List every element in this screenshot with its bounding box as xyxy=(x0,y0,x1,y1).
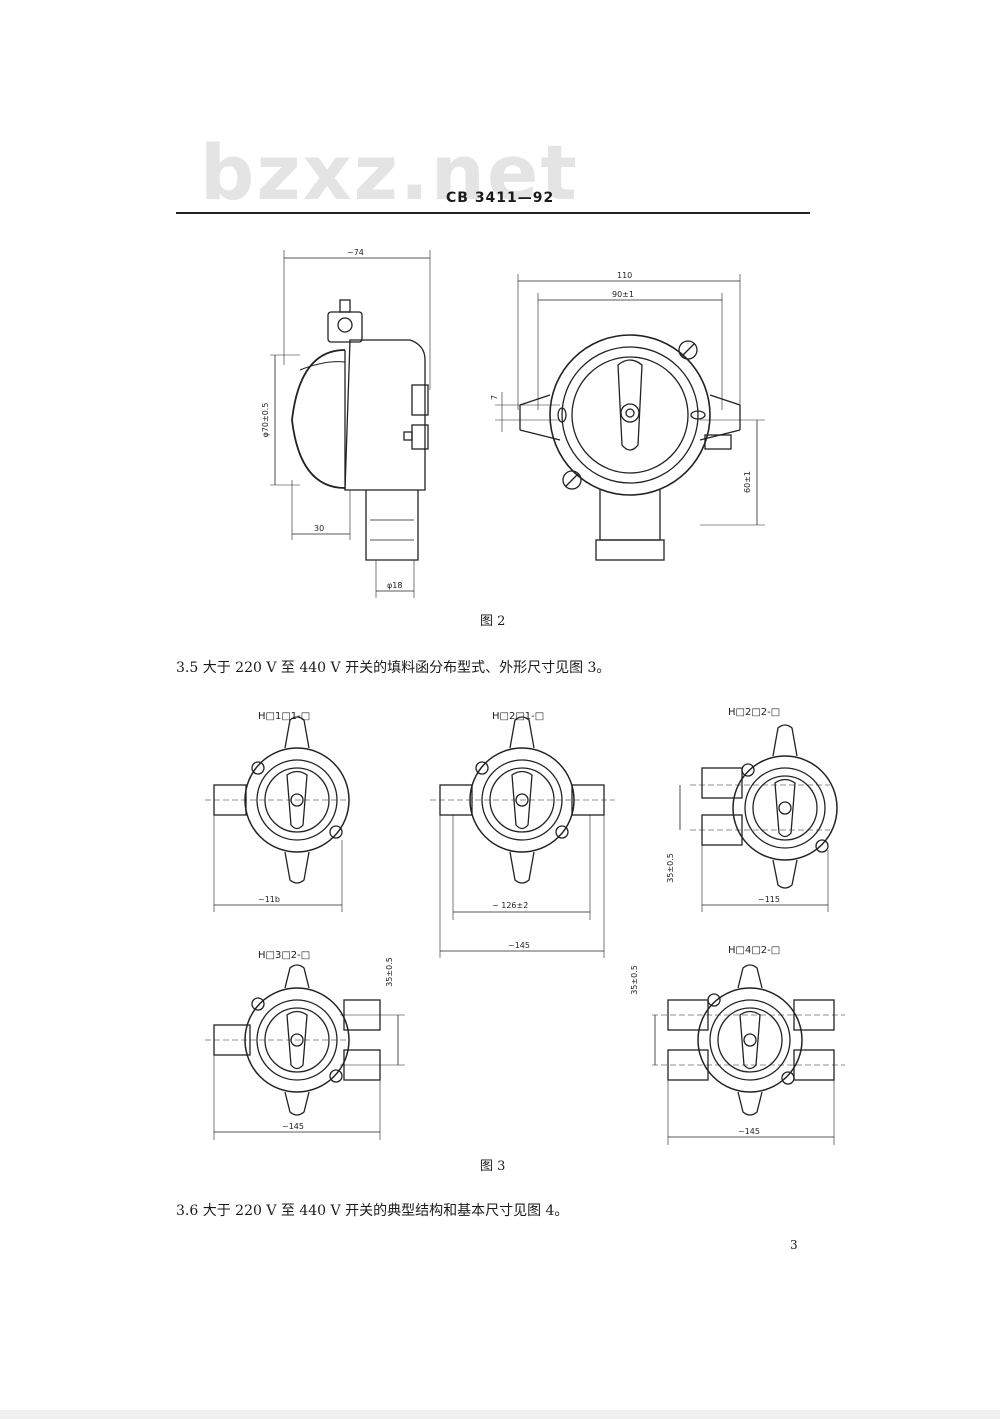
fig2-front-view xyxy=(495,274,765,561)
fig3-variant-3 xyxy=(679,724,838,912)
dim-width-right: 110 xyxy=(617,271,632,280)
fig3-variant-4 xyxy=(205,964,405,1140)
fig3-variant-2 xyxy=(430,716,615,958)
variant-dim: ~115 xyxy=(758,895,780,904)
variant-label: H□2□2-□ xyxy=(728,707,780,718)
fig3-variant-1 xyxy=(205,716,350,912)
dim-width-left: ~74 xyxy=(347,248,364,257)
variant-label: H□1□1-□ xyxy=(258,711,310,722)
dim-inlet: φ18 xyxy=(387,581,402,590)
bottom-margin xyxy=(0,1410,1000,1419)
variant-label: H□3□2-□ xyxy=(258,950,310,961)
header-rule xyxy=(176,212,810,214)
paragraph-3-6: 3.6 大于 220 V 至 440 V 开关的典型结构和基本尺寸见图 4。 xyxy=(176,1203,569,1219)
watermark: bzxz.net xyxy=(200,128,579,217)
dim-offset: 7 xyxy=(490,395,499,400)
variant-label: H□2□1-□ xyxy=(492,711,544,722)
dim-depth: 30 xyxy=(314,524,324,533)
page-number: 3 xyxy=(790,1238,798,1252)
variant-dim: ~11b xyxy=(258,895,280,904)
paragraph-3-5: 3.5 大于 220 V 至 440 V 开关的填料函分布型式、外形尺寸见图 3… xyxy=(176,660,611,676)
variant-dim-vertical: 35±0.5 xyxy=(630,965,639,995)
standard-code: CB 3411—92 xyxy=(446,190,555,206)
variant-dim: ~145 xyxy=(282,1122,304,1131)
variant-dim-inner: ~ 126±2 xyxy=(492,901,528,910)
variant-dim-vertical: 35±0.5 xyxy=(666,853,675,883)
fig3-variant-5 xyxy=(652,964,845,1145)
variant-dim-outer: ~145 xyxy=(508,941,530,950)
dim-height: 60±1 xyxy=(743,471,752,493)
dim-hole-span: 90±1 xyxy=(612,290,634,299)
dim-diameter: φ70±0.5 xyxy=(261,403,270,438)
figure-2-caption: 图 2 xyxy=(480,614,506,629)
variant-label: H□4□2-□ xyxy=(728,945,780,956)
figure-3-caption: 图 3 xyxy=(480,1159,506,1174)
variant-dim-vertical: 35±0.5 xyxy=(385,957,394,987)
fig2-side-view xyxy=(270,250,431,598)
variant-dim: ~145 xyxy=(738,1127,760,1136)
